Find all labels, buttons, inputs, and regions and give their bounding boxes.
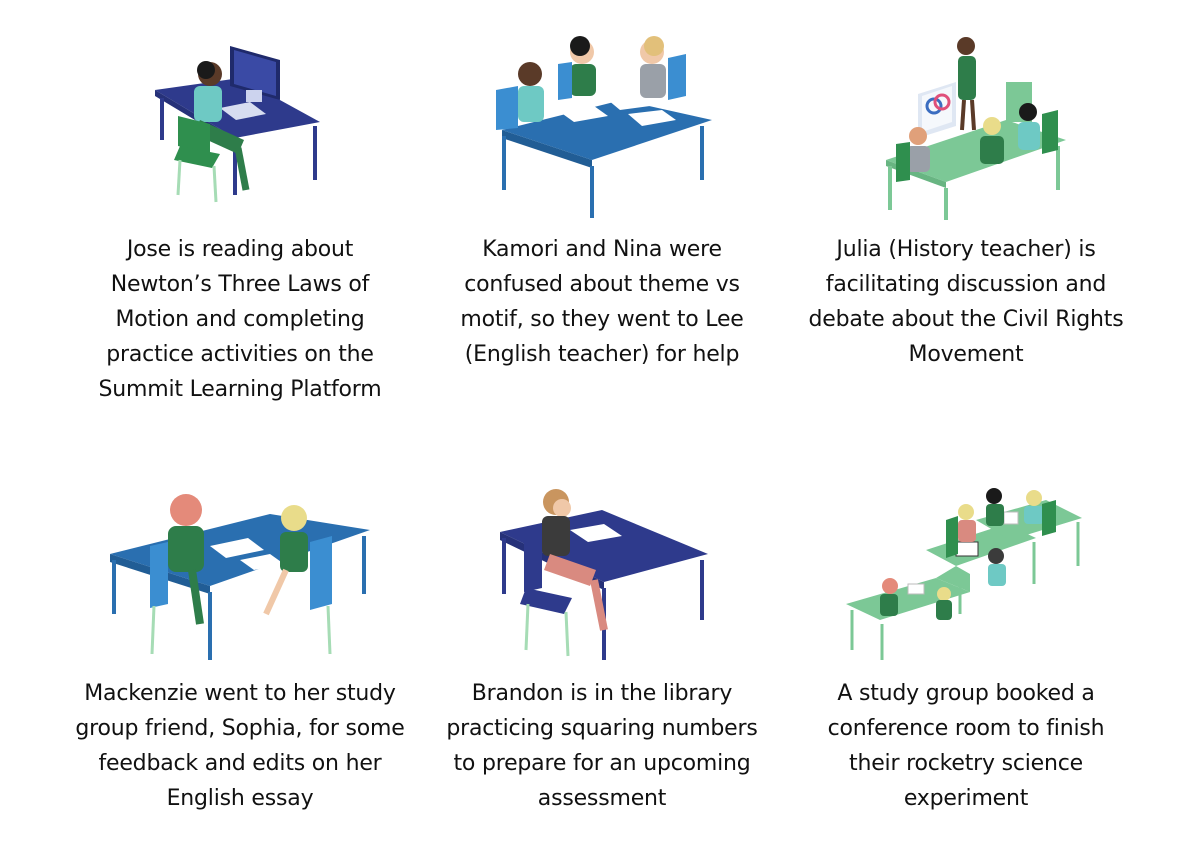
students-with-teacher-table-illustration (496, 36, 712, 218)
teacher-led-discussion-illustration (886, 37, 1066, 220)
library-study-illustration (500, 489, 708, 660)
scene-caption: Jose is reading about Newton’s Three Law… (98, 237, 382, 402)
group-project-illustration (846, 488, 1082, 660)
scene-caption: A study group booked a conference room t… (827, 681, 1105, 811)
scene-caption: Julia (History teacher) is facilitating … (808, 237, 1124, 367)
scene-caption: Brandon is in the library practicing squ… (446, 681, 758, 811)
peer-feedback-illustration (110, 494, 370, 660)
scene-caption: Kamori and Nina were confused about them… (460, 237, 744, 367)
student-computer-desk-illustration (155, 46, 320, 203)
scene-caption: Mackenzie went to her study group friend… (75, 681, 405, 811)
